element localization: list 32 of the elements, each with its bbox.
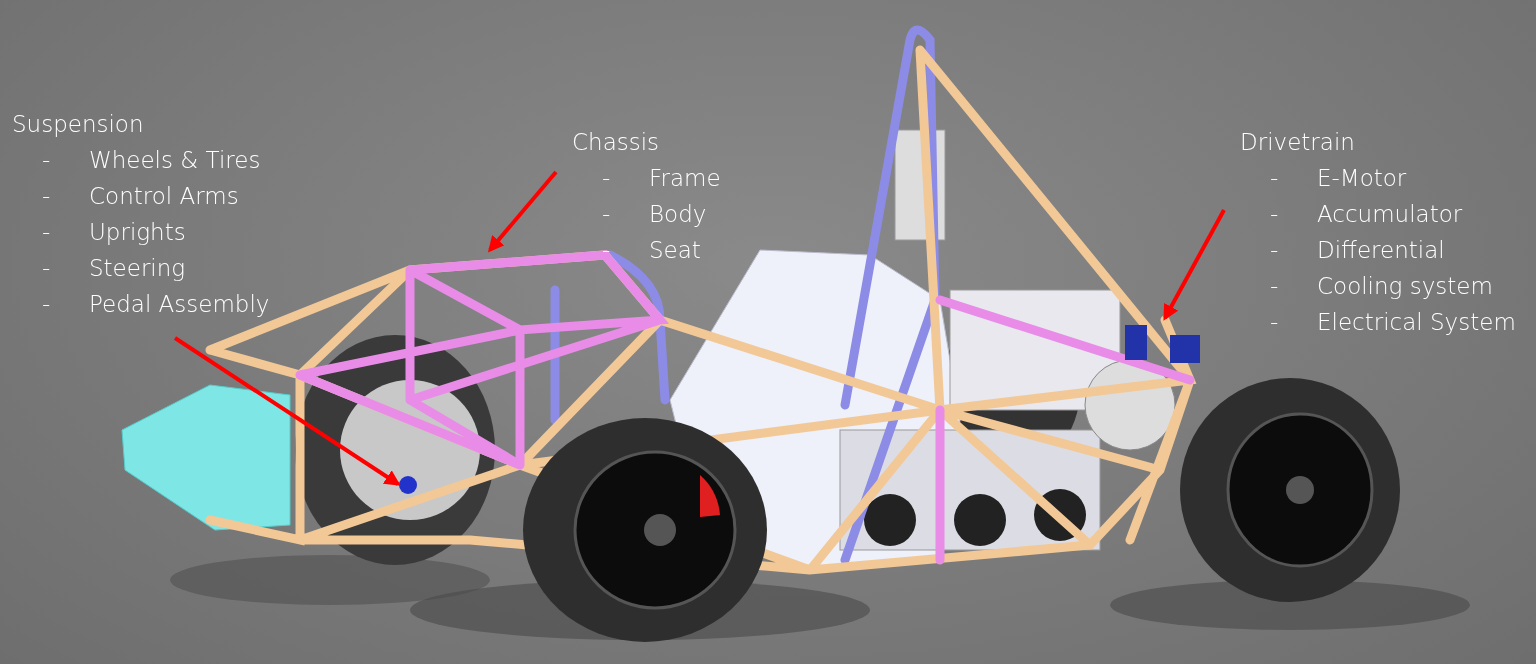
list-item: E-Motor: [1317, 164, 1407, 193]
list-item: Cooling system: [1317, 272, 1493, 301]
bullet-dash: -: [1270, 273, 1279, 299]
list-item: Differential: [1317, 236, 1445, 265]
bullet-dash: -: [602, 201, 611, 227]
group-heading: Chassis: [572, 128, 660, 157]
list-item: Accumulator: [1317, 200, 1463, 229]
list-item: Steering: [89, 254, 186, 283]
bullet-dash: -: [42, 291, 51, 317]
list-item: Uprights: [89, 218, 186, 247]
bullet-dash: -: [42, 255, 51, 281]
pointer-arrow: [173, 336, 401, 486]
bullet-dash: -: [1270, 201, 1279, 227]
pointer-arrow: [1163, 209, 1226, 321]
bullet-dash: -: [42, 147, 51, 173]
list-item: Body: [649, 200, 707, 229]
list-item: Frame: [649, 164, 721, 193]
list-item: Pedal Assembly: [89, 290, 270, 319]
list-item: Control Arms: [89, 182, 239, 211]
group-heading: Suspension: [12, 110, 144, 139]
pointer-arrow: [487, 170, 558, 253]
list-item: Seat: [649, 236, 701, 265]
bullet-dash: -: [42, 219, 51, 245]
bullet-dash: -: [602, 165, 611, 191]
bullet-dash: -: [1270, 237, 1279, 263]
group-heading: Drivetrain: [1240, 128, 1355, 157]
bullet-dash: -: [42, 183, 51, 209]
bullet-dash: -: [1270, 165, 1279, 191]
bullet-dash: -: [1270, 309, 1279, 335]
bullet-dash: -: [602, 237, 611, 263]
list-item: Wheels & Tires: [89, 146, 261, 175]
list-item: Electrical System: [1317, 308, 1516, 337]
